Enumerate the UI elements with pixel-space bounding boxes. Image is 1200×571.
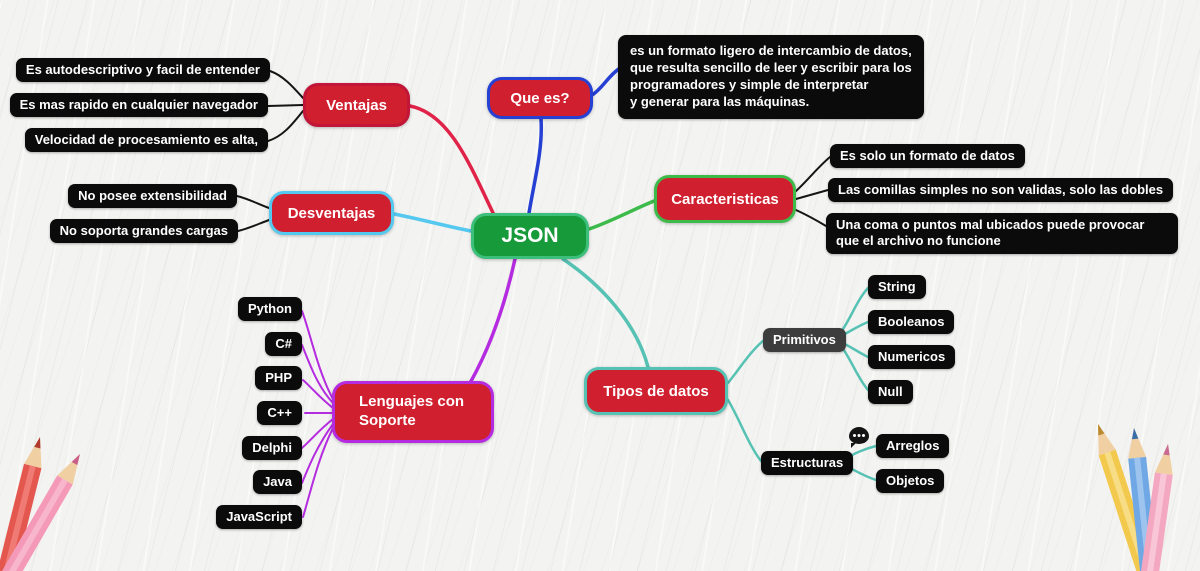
connector-json-desventajas	[392, 212, 473, 233]
caracteristicas-item: Las comillas simples no son validas, sol…	[828, 178, 1174, 203]
connectors-lenguajes-items	[301, 310, 334, 518]
caracteristicas-item: Es solo un formato de datos	[830, 144, 1025, 169]
primitivo-item: String	[868, 275, 926, 300]
speech-bubble-icon	[849, 427, 869, 448]
lenguaje-item: PHP	[255, 366, 302, 391]
lenguaje-item: Java	[253, 470, 302, 495]
desventajas-item: No posee extensibilidad	[68, 184, 237, 209]
node-json-root: JSON	[471, 213, 589, 259]
primitivo-item: Numericos	[868, 345, 956, 370]
node-ventajas: Ventajas	[303, 83, 410, 127]
ventajas-item: Es autodescriptivo y facil de entender	[15, 58, 270, 83]
node-desventajas: Desventajas	[269, 191, 394, 235]
estructura-item: Arreglos	[876, 434, 950, 459]
ventajas-item: Velocidad de procesamiento es alta,	[24, 128, 268, 153]
connector-json-tipos	[561, 257, 650, 369]
estructura-item: Objetos	[876, 469, 945, 494]
primitivo-item: Booleanos	[868, 310, 955, 335]
node-lenguajes-con-soporte: Lenguajes con Soporte	[332, 381, 494, 443]
lenguaje-item: Delphi	[242, 436, 302, 461]
connector-json-que-es	[527, 117, 544, 215]
connector-json-caracteristicas	[587, 199, 656, 231]
lenguaje-item: JavaScript	[216, 505, 302, 530]
primitivo-item: Null	[868, 380, 913, 405]
node-caracteristicas: Caracteristicas	[654, 175, 796, 223]
lenguaje-item: Python	[237, 297, 302, 322]
que-es-description: es un formato ligero de intercambio de d…	[618, 35, 924, 119]
desventajas-item: No soporta grandes cargas	[49, 219, 238, 244]
node-tipos-de-datos: Tipos de datos	[584, 367, 728, 415]
node-que-es: Que es?	[487, 77, 593, 119]
connectors-caracteristicas-items	[795, 156, 831, 227]
lenguaje-item: C#	[265, 332, 302, 357]
ventajas-item: Es mas rapido en cualquier navegador	[9, 93, 268, 118]
lenguaje-item: C++	[257, 401, 302, 426]
primitivos-label: Primitivos	[763, 328, 846, 353]
caracteristicas-item: Una coma o puntos mal ubicados puede pro…	[826, 213, 1178, 254]
connectors-ventajas-items	[267, 70, 304, 142]
connectors-desventajas-items	[236, 195, 270, 232]
estructuras-label: Estructuras	[761, 451, 854, 476]
connector-json-ventajas	[408, 104, 496, 217]
connector-que-es-description	[590, 66, 622, 97]
connector-json-lenguajes	[468, 257, 517, 385]
